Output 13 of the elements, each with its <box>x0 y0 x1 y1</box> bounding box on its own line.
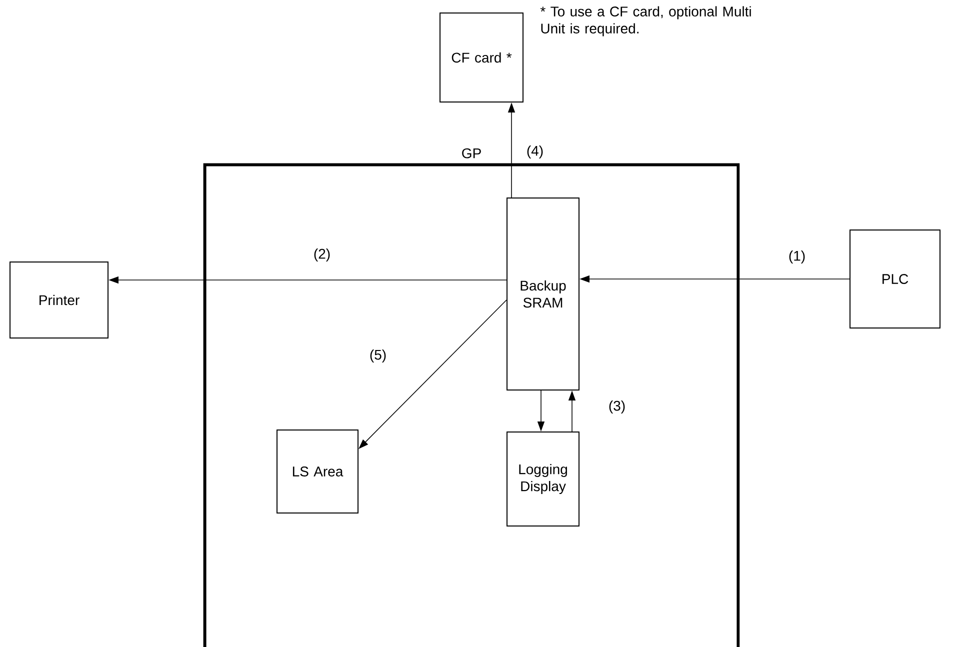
arrow <box>358 300 507 449</box>
block-box: Printer <box>10 262 108 338</box>
edge-label: (5) <box>368 348 388 364</box>
edge-label: (1) <box>787 249 807 265</box>
block-box: Backup SRAM <box>506 198 580 390</box>
block-box: PLC <box>850 230 940 328</box>
edge-label: (3) <box>607 399 627 415</box>
block-box: Logging Display <box>506 432 580 526</box>
edge-label: (2) <box>312 247 332 263</box>
block-box: LS Area <box>276 430 358 514</box>
note-text: * To use a CF card, optional Multi Unit is required. <box>540 6 751 36</box>
edge-label: (4) <box>525 144 545 160</box>
block-box: CF card * <box>440 12 524 102</box>
